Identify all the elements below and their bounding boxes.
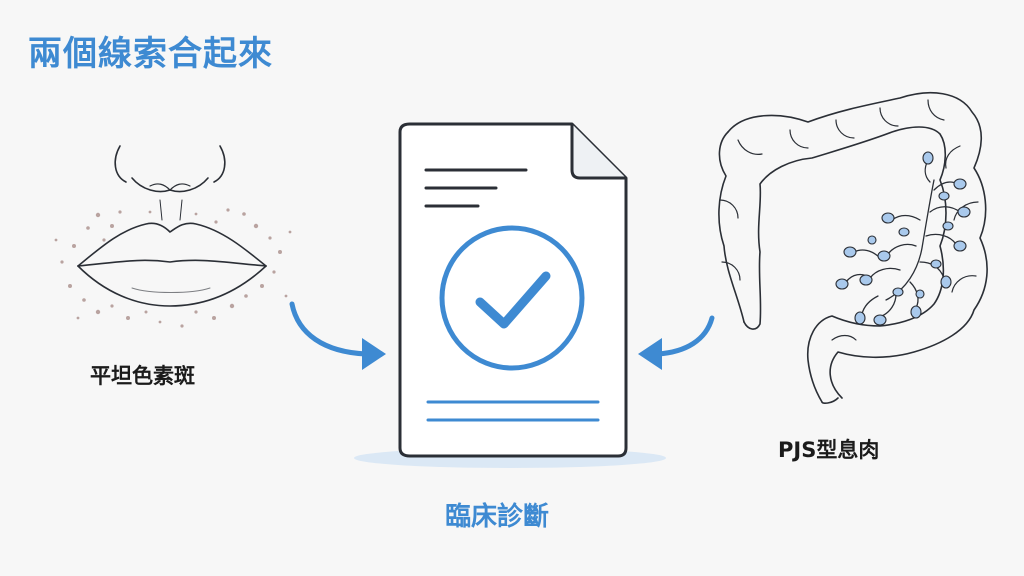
- colon-polyp-icon: [718, 92, 988, 404]
- right-arrow: [638, 315, 715, 370]
- diagram-title: 兩個線索合起來: [28, 34, 273, 74]
- polyp-heads: [835, 151, 971, 326]
- result-label: 臨床診斷: [445, 502, 550, 532]
- lips-pigmentation-icon: [77, 145, 267, 307]
- document-check-icon: [354, 122, 666, 468]
- right-clue-label: PJS型息肉: [778, 438, 880, 462]
- pigment-spots: [54, 208, 292, 328]
- left-clue-label: 平坦色素斑: [90, 364, 195, 388]
- left-arrow: [289, 301, 386, 370]
